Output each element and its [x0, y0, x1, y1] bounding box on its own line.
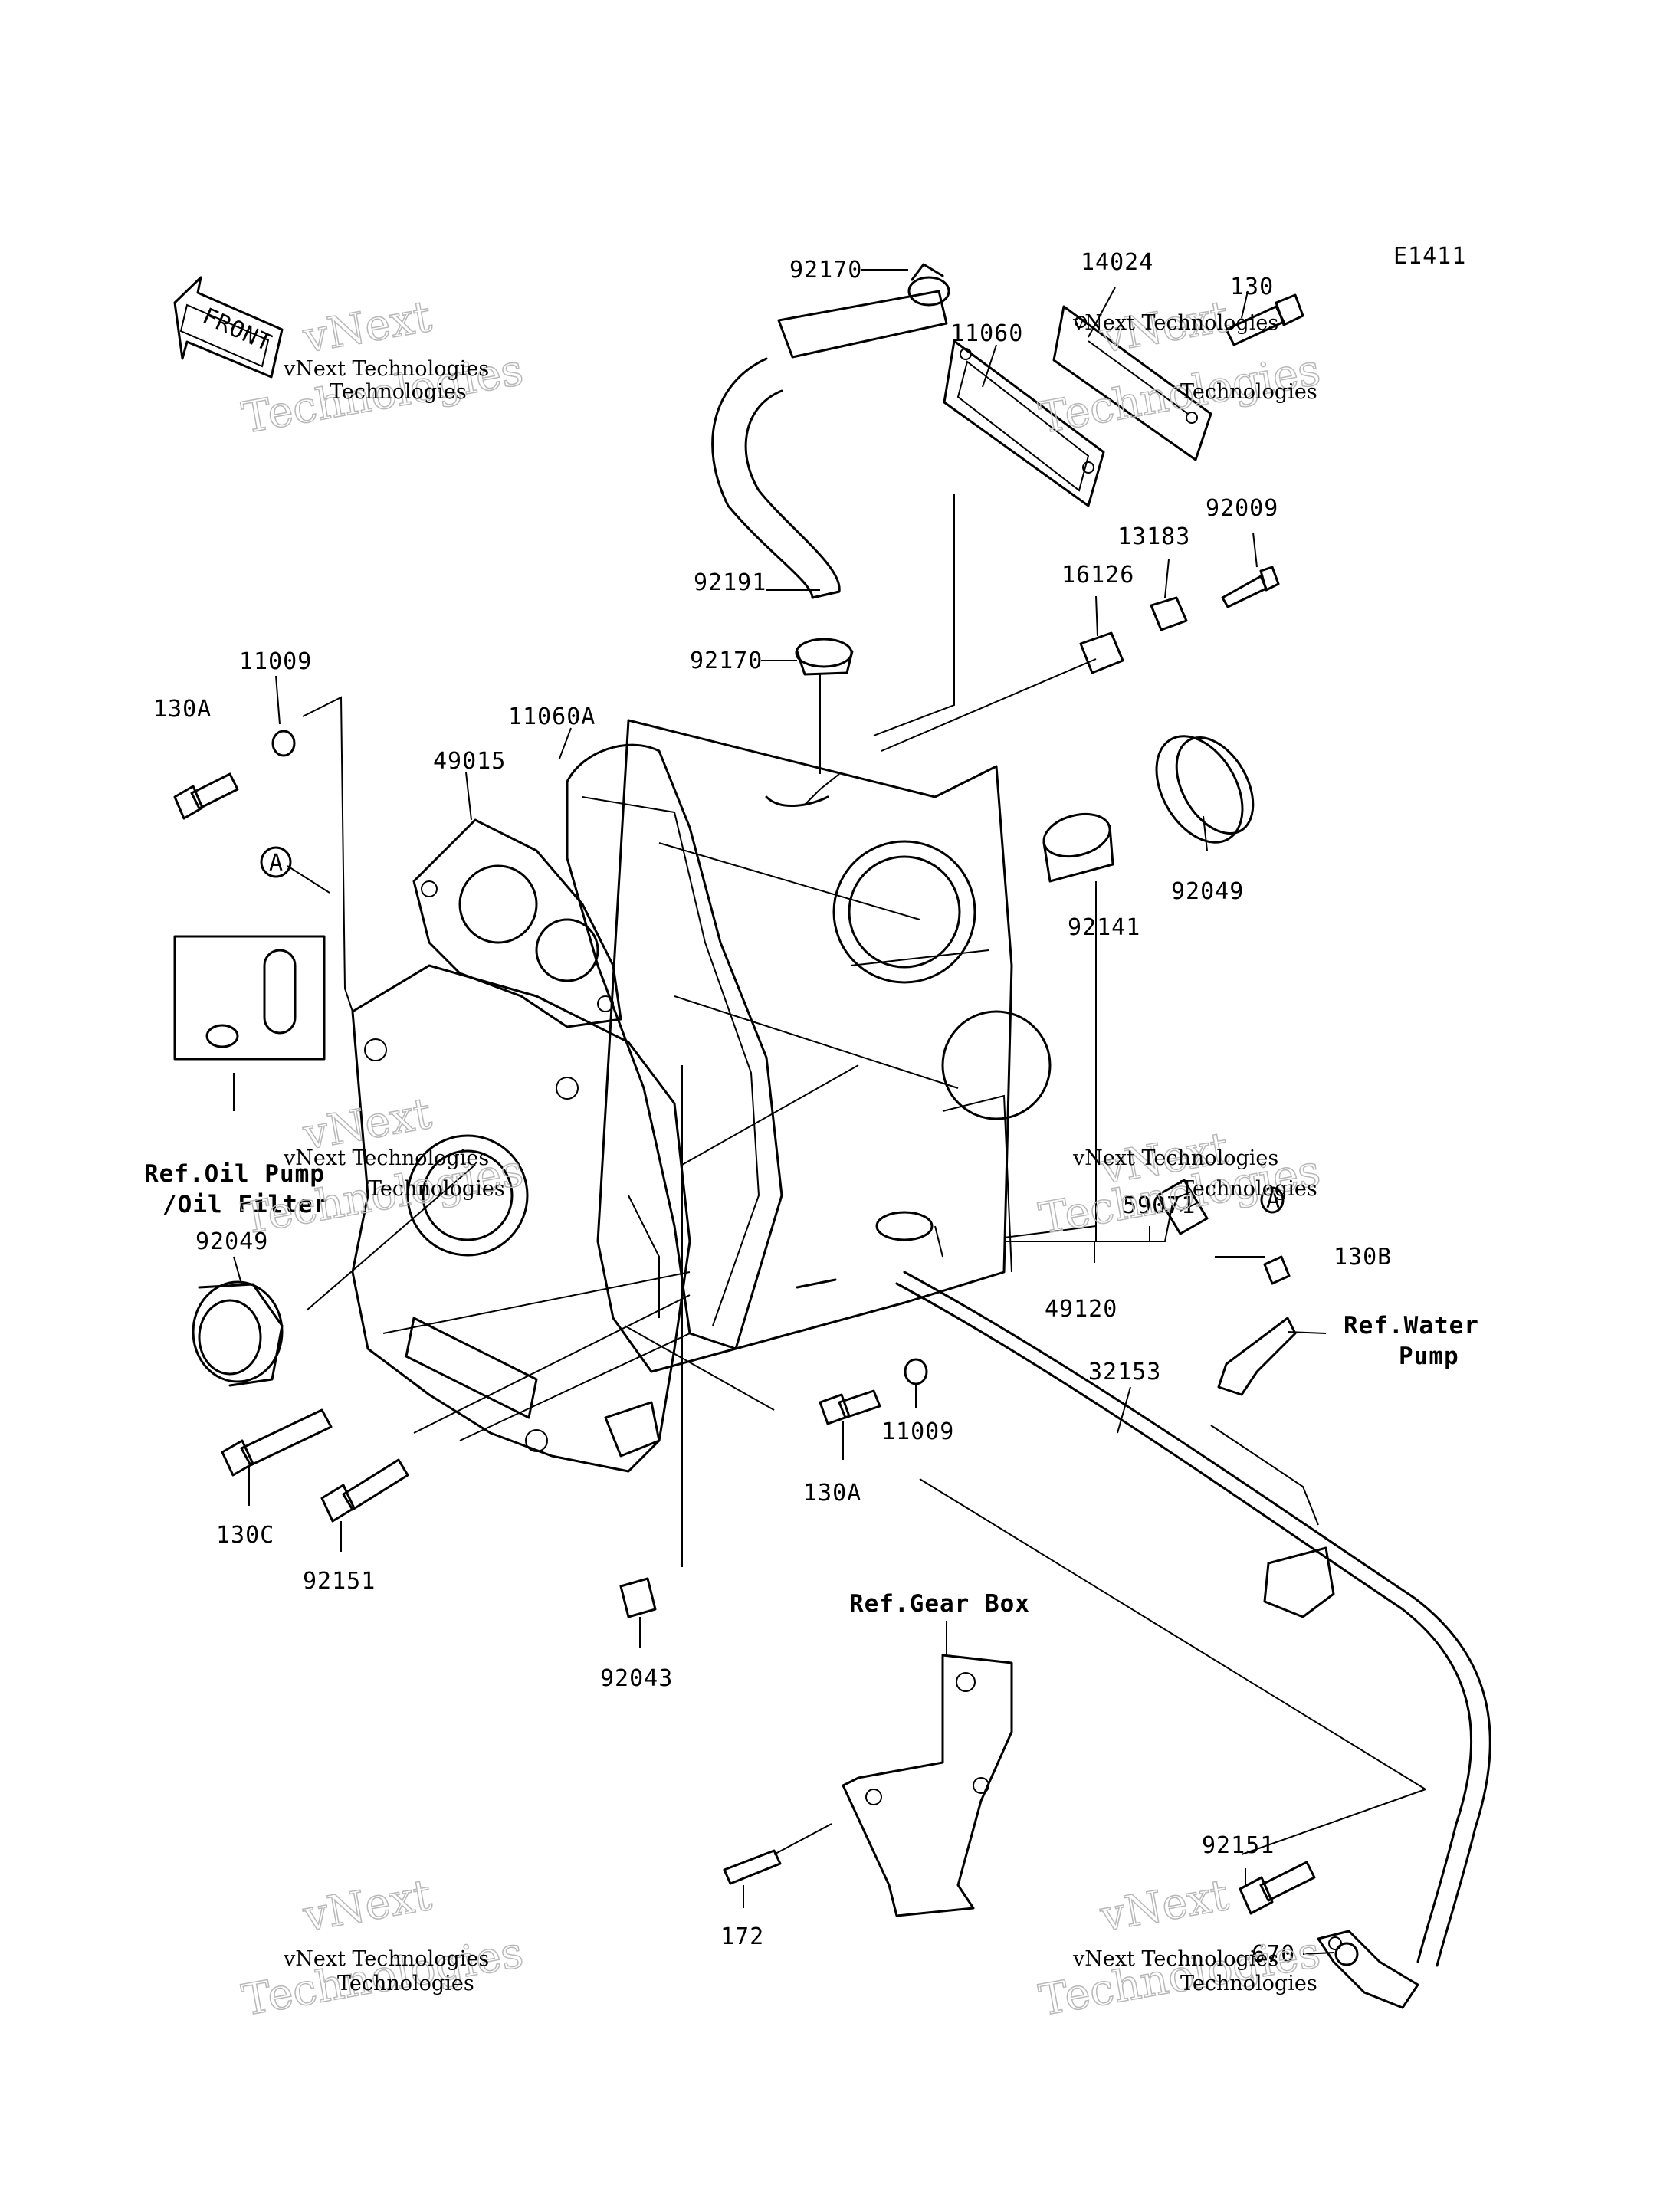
- label-92191: 92191: [694, 569, 766, 596]
- label-92170-mid: 92170: [690, 648, 763, 674]
- svg-text:Technologies: Technologies: [1180, 1972, 1317, 1995]
- washer-11009-bottom-icon: [904, 1358, 928, 1385]
- svg-text:vNext: vNext: [1096, 1871, 1232, 1942]
- label-11009-top: 11009: [239, 648, 312, 675]
- oil-pump-ref-box: [173, 935, 326, 1061]
- svg-text:vNext Technologies: vNext Technologies: [1072, 1146, 1278, 1170]
- svg-text:vNext Technologies: vNext Technologies: [283, 357, 489, 381]
- callout-a: A: [260, 846, 292, 878]
- gasket-11060a: [566, 743, 783, 1350]
- seal-92049-right-icon: [1155, 735, 1255, 844]
- label-13183: 13183: [1117, 523, 1190, 550]
- label-92151-left: 92151: [303, 1568, 376, 1595]
- label-11060: 11060: [950, 320, 1023, 347]
- label-172: 172: [720, 1923, 764, 1950]
- ref-water-pump-line1: Ref.Water: [1344, 1312, 1479, 1340]
- label-59071: 59071: [1123, 1192, 1196, 1219]
- ref-water-pump-line2: Pump: [1399, 1343, 1459, 1370]
- gasket-49015: [412, 818, 622, 1028]
- label-16126: 16126: [1061, 562, 1134, 589]
- bolt-130-icon: [1225, 293, 1304, 346]
- callout-a-small: A: [1266, 1187, 1281, 1214]
- ref-oil-pump-line1: Ref.Oil Pump: [144, 1160, 325, 1188]
- watermark-mid-right: vNext Technologies vNext Technologies Te…: [1035, 1123, 1324, 1245]
- svg-text:vNext Technologies: vNext Technologies: [283, 1146, 489, 1170]
- crankcase-49120: [596, 719, 1052, 1373]
- clamp-92170-mid-icon: [795, 638, 854, 676]
- ref-oil-pump-line2: /Oil Filter: [162, 1191, 328, 1218]
- label-49015: 49015: [433, 748, 506, 775]
- watermark-top-left: vNext Technologies vNext Technologies Te…: [238, 291, 527, 444]
- label-670: 670: [1252, 1941, 1295, 1968]
- seal-92049-left-icon: [192, 1280, 284, 1387]
- bushing-92141-icon: [1042, 812, 1114, 883]
- label-92151-right: 92151: [1202, 1832, 1275, 1859]
- label-32153: 32153: [1088, 1359, 1161, 1385]
- svg-text:vNext Technologies: vNext Technologies: [283, 1947, 489, 1971]
- svg-text:Technologies: Technologies: [330, 380, 467, 404]
- svg-text:Technologies: Technologies: [337, 1972, 474, 1995]
- leader-lines: [233, 269, 1426, 1955]
- watermark-bottom-left: vNext Technologies vNext Technologies Te…: [238, 1870, 527, 2027]
- front-arrow-icon: FRONT: [173, 276, 284, 379]
- callout-a-label: A: [269, 850, 284, 877]
- gear-box-bracket: [842, 1654, 1013, 1917]
- front-cover-housing: [351, 964, 691, 1473]
- cover-14024: [1052, 305, 1212, 461]
- svg-text:vNext: vNext: [299, 1871, 435, 1942]
- label-92141: 92141: [1068, 914, 1140, 941]
- collar-13183-icon: [1150, 596, 1188, 631]
- label-92170-top: 92170: [789, 257, 862, 284]
- dowel-92043-icon: [619, 1577, 657, 1618]
- svg-text:vNext Technologies: vNext Technologies: [1072, 1947, 1278, 1971]
- svg-text:vNext: vNext: [299, 292, 435, 363]
- bolt-92151-right-icon: [1239, 1861, 1316, 1915]
- diagram-code: E1411: [1393, 243, 1466, 270]
- label-92009: 92009: [1206, 495, 1278, 522]
- collar-16126-icon: [1079, 631, 1124, 674]
- label-130a-top: 130A: [153, 696, 212, 723]
- bolt-130a-top-icon: [173, 772, 239, 820]
- svg-text:Technologies: Technologies: [1180, 380, 1317, 404]
- label-130b: 130B: [1334, 1244, 1392, 1271]
- bolt-130a-bottom-icon: [819, 1389, 881, 1425]
- bolt-130c-icon: [221, 1408, 333, 1477]
- label-92049-left: 92049: [195, 1228, 268, 1255]
- label-14024: 14024: [1081, 249, 1153, 276]
- bracket-water-pump: [1217, 1255, 1297, 1396]
- clamp-92170-top-icon: [907, 263, 950, 307]
- label-92049-right: 92049: [1171, 878, 1244, 905]
- stud-172-icon: [723, 1849, 782, 1885]
- breather-59071-icon: [1156, 1179, 1285, 1235]
- label-130: 130: [1230, 274, 1274, 300]
- svg-text:Technologies: Technologies: [1180, 1177, 1317, 1201]
- screw-92009-icon: [1221, 566, 1280, 608]
- label-92043: 92043: [600, 1665, 673, 1692]
- bolt-92151-left-icon: [320, 1458, 409, 1523]
- svg-text:Technologies: Technologies: [368, 1177, 505, 1201]
- hose-92191: [711, 290, 948, 599]
- label-130c: 130C: [216, 1522, 274, 1549]
- oring-670-icon: [1334, 1942, 1359, 1966]
- svg-text:vNext Technologies: vNext Technologies: [1072, 311, 1278, 335]
- ref-gear-box: Ref.Gear Box: [849, 1590, 1030, 1618]
- label-11060a: 11060A: [508, 703, 596, 730]
- label-49120: 49120: [1045, 1296, 1117, 1323]
- washer-11009-top-icon: [271, 730, 296, 757]
- label-130a-bottom: 130A: [803, 1480, 861, 1507]
- label-11009-bottom: 11009: [881, 1418, 954, 1445]
- gasket-11060: [943, 339, 1105, 507]
- dipstick-tube-32153: [895, 1271, 1491, 2009]
